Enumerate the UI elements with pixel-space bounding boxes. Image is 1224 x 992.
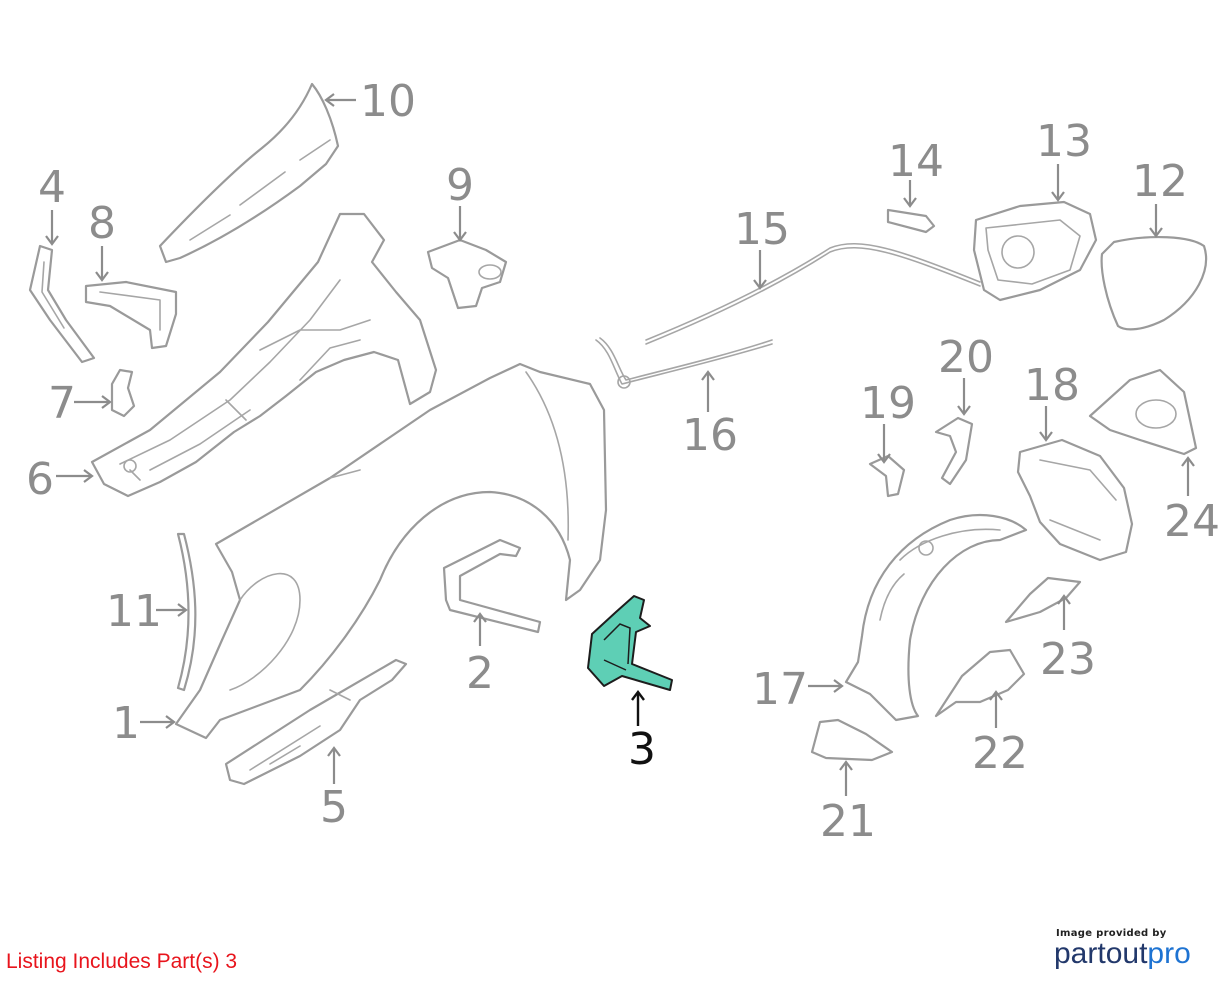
- callout-6: 6: [26, 454, 54, 505]
- callout-12: 12: [1132, 156, 1188, 207]
- part-21-drawing: [810, 718, 894, 762]
- part-20-drawing: [934, 416, 974, 486]
- callout-22: 22: [972, 728, 1028, 779]
- logo-text-b: pro: [1147, 937, 1191, 970]
- callout-14: 14: [888, 136, 944, 187]
- part-9-drawing: [426, 238, 508, 310]
- callout-24: 24: [1164, 496, 1220, 547]
- leader-lines: [45, 93, 1195, 796]
- callout-10: 10: [360, 76, 416, 127]
- callout-7: 7: [48, 378, 76, 429]
- callout-1: 1: [112, 698, 140, 749]
- part-4-drawing: [28, 244, 96, 364]
- callout-18: 18: [1024, 360, 1080, 411]
- part-7-drawing: [110, 368, 136, 418]
- part-2-drawing: [442, 538, 542, 634]
- callout-21: 21: [820, 796, 876, 847]
- callout-8: 8: [88, 198, 116, 249]
- part-3-drawing: [587, 595, 673, 691]
- part-17-drawing: [844, 514, 1028, 722]
- part-15-drawing: [645, 242, 981, 345]
- callout-4: 4: [38, 162, 66, 213]
- callout-17: 17: [752, 664, 808, 715]
- part-16-drawing: [595, 337, 773, 389]
- callout-2: 2: [466, 648, 494, 699]
- part-10-drawing: [158, 82, 340, 264]
- part-5-drawing: [224, 658, 408, 786]
- callout-9: 9: [446, 160, 474, 211]
- callout-19: 19: [860, 378, 916, 429]
- part-1-drawing: [174, 362, 608, 740]
- callout-labels: 10 4 8 9 7 6 11 1 2 3 5 15 16 14 13 12 2…: [26, 76, 1220, 847]
- callout-3: 3: [628, 724, 656, 775]
- part-11-drawing: [176, 532, 197, 692]
- part-12-drawing: [1100, 235, 1208, 331]
- part-18-drawing: [1016, 438, 1134, 562]
- callout-15: 15: [734, 204, 790, 255]
- credit-caption: Image provided by: [1056, 928, 1167, 939]
- callout-11: 11: [106, 586, 162, 637]
- part-13-drawing: [972, 200, 1098, 302]
- image-credit: Image provided by partoutpro: [1054, 928, 1214, 969]
- listing-note: Listing Includes Part(s) 3: [6, 950, 238, 973]
- part-14-drawing: [886, 208, 936, 234]
- part-23-drawing: [1004, 576, 1082, 624]
- callout-20: 20: [938, 332, 994, 383]
- partoutpro-logo: partoutpro: [1054, 939, 1214, 969]
- callout-16: 16: [682, 410, 738, 461]
- part-24-drawing: [1088, 368, 1198, 456]
- callout-5: 5: [320, 782, 348, 833]
- part-22-drawing: [934, 648, 1026, 718]
- logo-text-a: partout: [1054, 937, 1148, 970]
- callout-13: 13: [1036, 116, 1092, 167]
- part-8-drawing: [84, 280, 178, 350]
- part-19-drawing: [868, 454, 906, 498]
- part-6-drawing: [90, 212, 438, 498]
- callout-23: 23: [1040, 634, 1096, 685]
